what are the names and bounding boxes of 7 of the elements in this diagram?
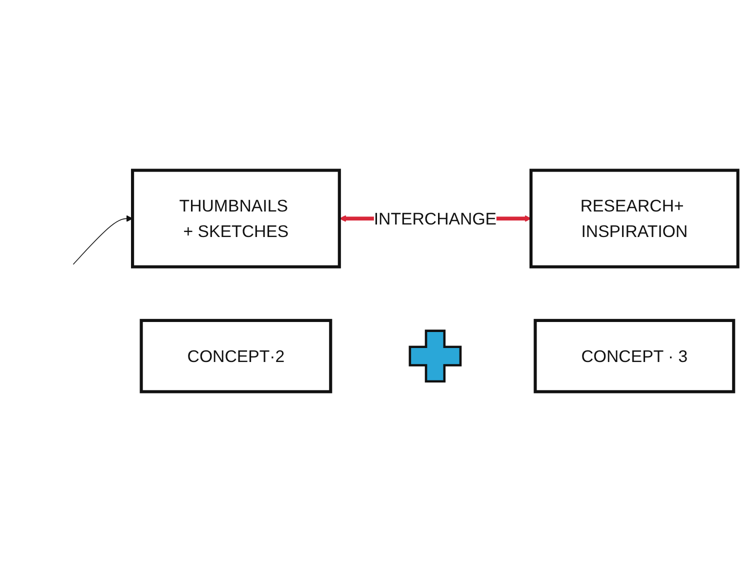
node-box: THUMBNAILS + SKETCHES <box>131 168 341 268</box>
node-plus <box>408 330 462 382</box>
node-box: RESEARCH+ INSPIRATION <box>529 168 740 268</box>
edge-label: INTERCHANGE <box>374 208 497 228</box>
node-box: CONCEPT · 3 <box>534 318 736 394</box>
node-box: CONCEPT·2 <box>140 318 332 394</box>
arrow <box>72 215 133 265</box>
